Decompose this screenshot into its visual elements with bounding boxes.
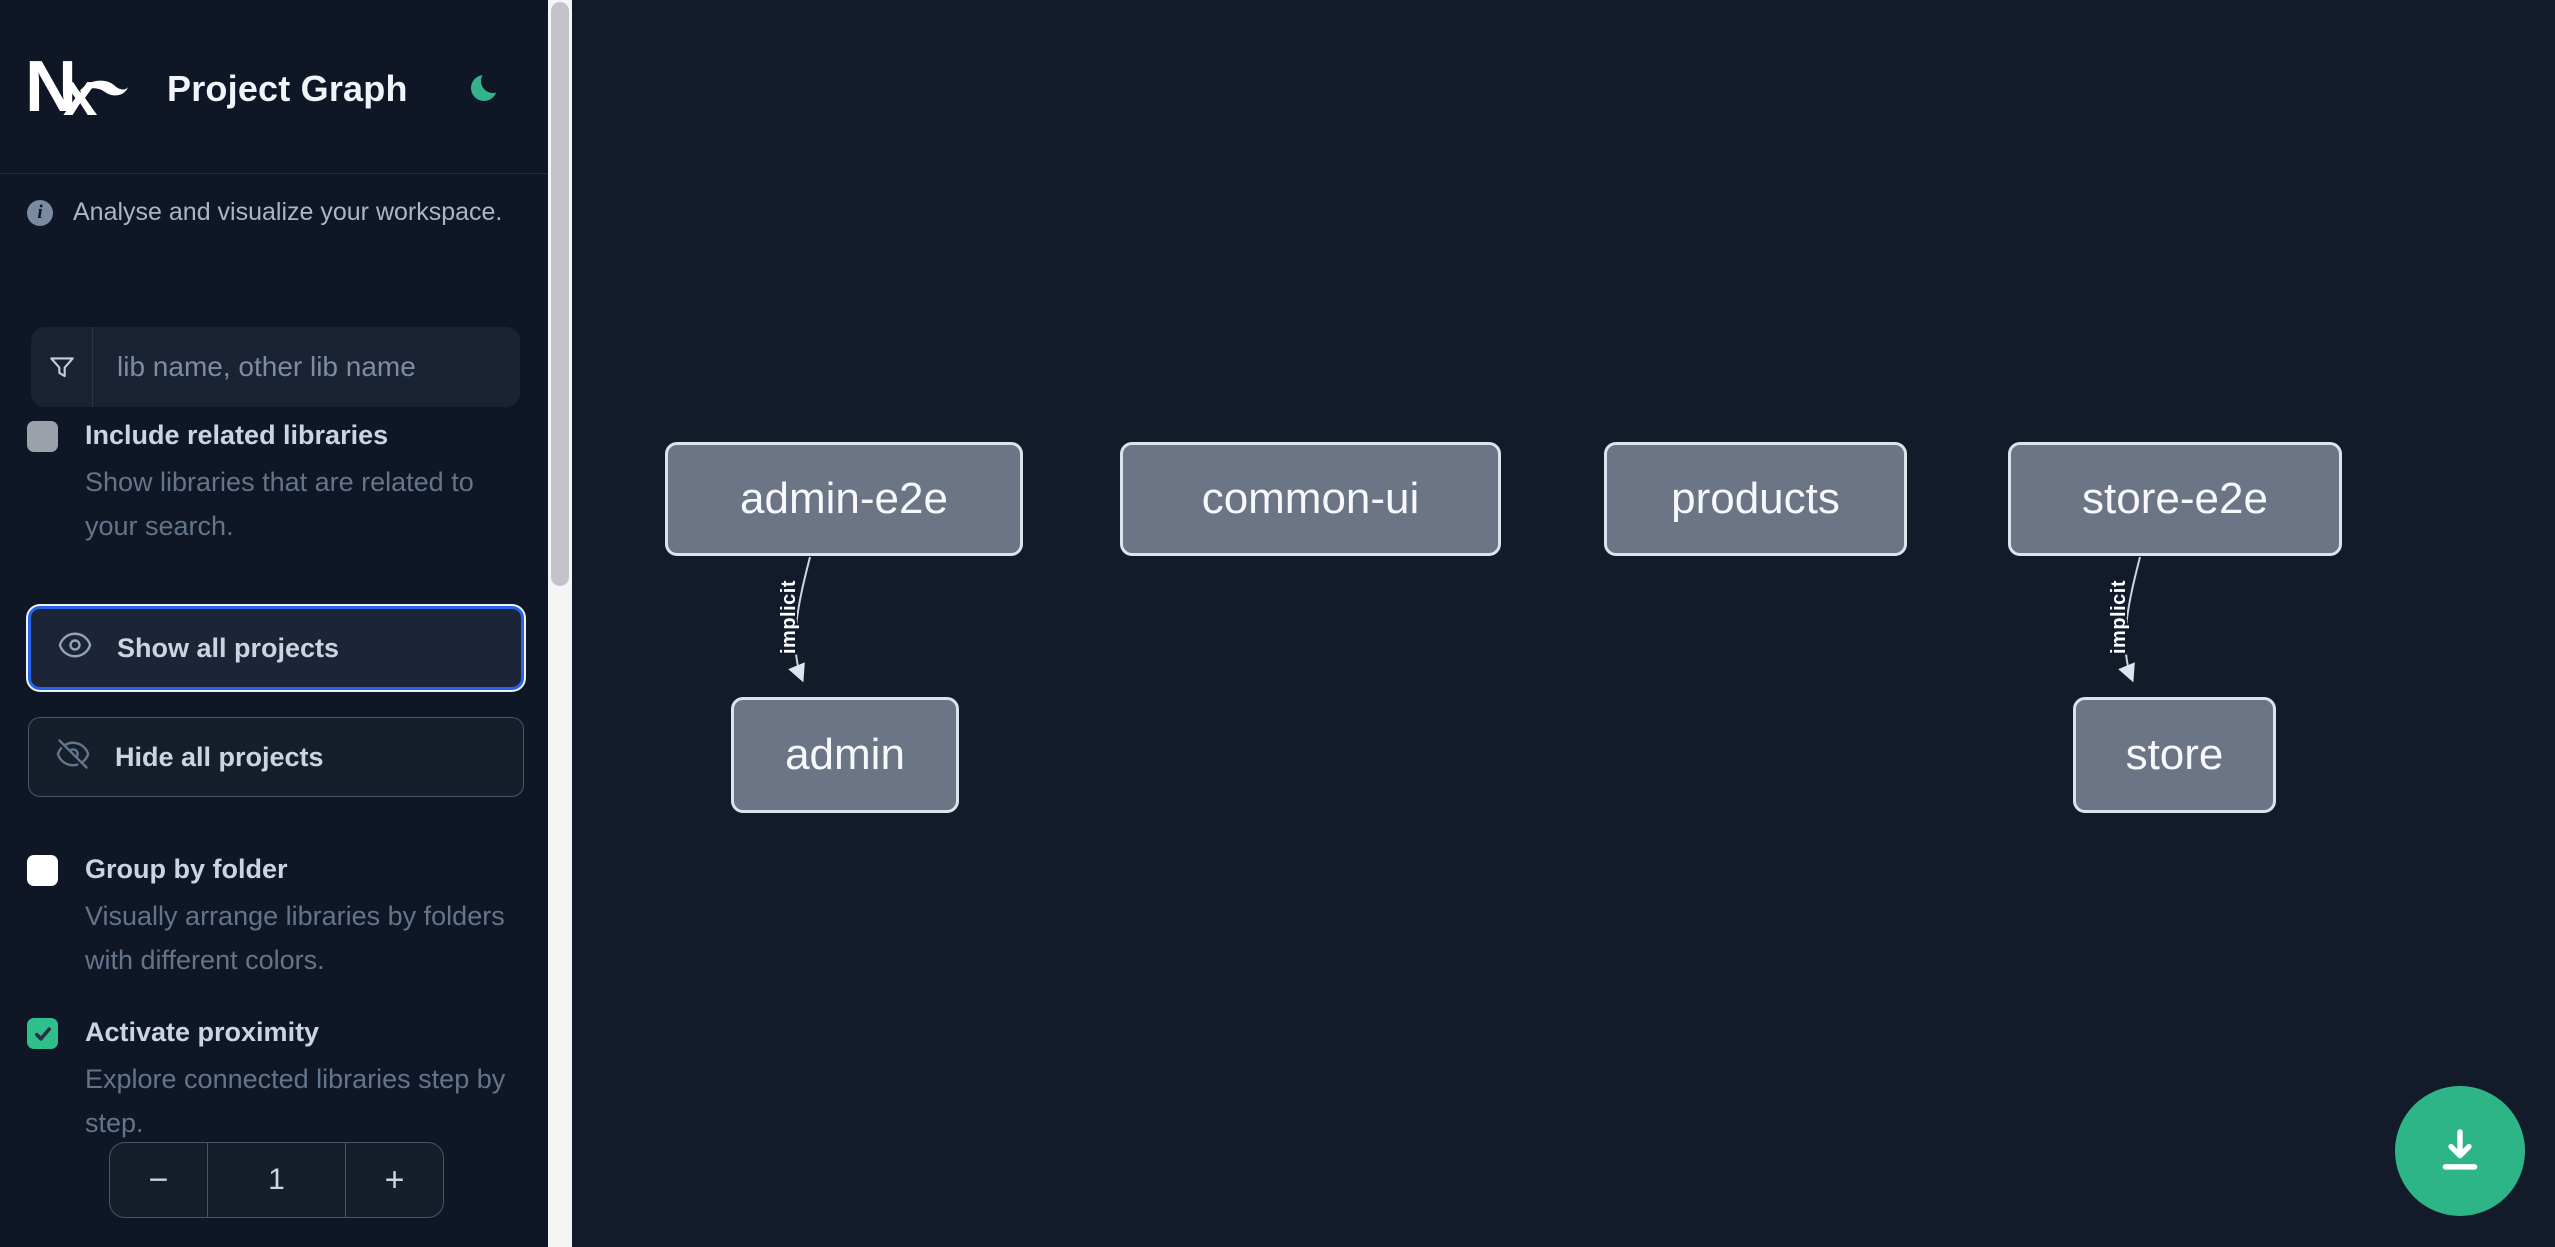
sidebar: N x Project Graph i Analyse and visualiz… xyxy=(0,0,548,1247)
sidebar-scrollbar-track[interactable] xyxy=(548,0,572,1247)
funnel-icon xyxy=(31,327,93,407)
graph-node-admin-e2e[interactable]: admin-e2e xyxy=(665,442,1023,556)
edge-label-implicit: implicit xyxy=(2108,580,2130,655)
group-by-folder-label[interactable]: Group by folder xyxy=(85,854,288,884)
hide-all-projects-label: Hide all projects xyxy=(115,741,324,772)
eye-icon xyxy=(57,627,93,670)
show-all-projects-button[interactable]: Show all projects xyxy=(28,606,524,690)
group-by-folder-toggle: Group by folder Visually arrange librari… xyxy=(27,852,527,982)
hide-all-projects-button[interactable]: Hide all projects xyxy=(28,717,524,797)
graph-edges xyxy=(788,556,2141,683)
graph-node-store-e2e[interactable]: store-e2e xyxy=(2008,442,2342,556)
theme-toggle-button[interactable] xyxy=(468,69,505,107)
activate-proximity-label[interactable]: Activate proximity xyxy=(85,1017,320,1047)
graph-canvas[interactable]: implicit implicit admin-e2e common-ui pr… xyxy=(572,0,2555,1247)
decrement-depth-button[interactable]: − xyxy=(110,1143,207,1217)
sidebar-header: N x Project Graph xyxy=(0,0,548,174)
proximity-depth-stepper: − 1 + xyxy=(109,1142,444,1218)
edge-label-implicit: implicit xyxy=(778,580,800,655)
download-icon xyxy=(2433,1123,2487,1180)
include-related-checkbox[interactable] xyxy=(27,421,58,452)
filter-search-box xyxy=(31,327,520,407)
graph-node-products[interactable]: products xyxy=(1604,442,1907,556)
page-title: Project Graph xyxy=(167,68,408,109)
moon-icon xyxy=(469,69,505,107)
activate-proximity-checkbox[interactable] xyxy=(27,1018,58,1049)
group-by-folder-description: Visually arrange libraries by folders wi… xyxy=(85,901,505,975)
proximity-depth-value: 1 xyxy=(207,1143,346,1217)
increment-depth-button[interactable]: + xyxy=(346,1143,443,1217)
download-graph-button[interactable] xyxy=(2395,1086,2525,1216)
show-all-projects-label: Show all projects xyxy=(117,632,340,663)
nx-logo-swoosh xyxy=(79,80,128,96)
nx-logo: N x xyxy=(25,51,128,126)
include-related-label[interactable]: Include related libraries xyxy=(85,420,389,450)
graph-node-common-ui[interactable]: common-ui xyxy=(1120,442,1501,556)
edge-store-e2e-store xyxy=(2118,556,2141,683)
include-related-description: Show libraries that are related to your … xyxy=(85,467,474,541)
sidebar-scrollbar-thumb[interactable] xyxy=(551,2,569,586)
info-text: Analyse and visualize your workspace. xyxy=(73,198,503,226)
activate-proximity-description: Explore connected libraries step by step… xyxy=(85,1064,506,1138)
edge-admin-e2e-admin xyxy=(788,556,811,683)
activate-proximity-toggle: Activate proximity Explore connected lib… xyxy=(27,1015,527,1145)
check-icon xyxy=(34,1026,51,1041)
workspace-info: i Analyse and visualize your workspace. xyxy=(27,198,527,227)
include-related-toggle: Include related libraries Show libraries… xyxy=(27,418,527,548)
graph-node-admin[interactable]: admin xyxy=(731,697,959,813)
group-by-folder-checkbox[interactable] xyxy=(27,855,58,886)
filter-input[interactable] xyxy=(93,327,520,407)
eye-off-icon xyxy=(55,736,91,779)
graph-node-store[interactable]: store xyxy=(2073,697,2276,813)
info-icon: i xyxy=(27,199,53,226)
